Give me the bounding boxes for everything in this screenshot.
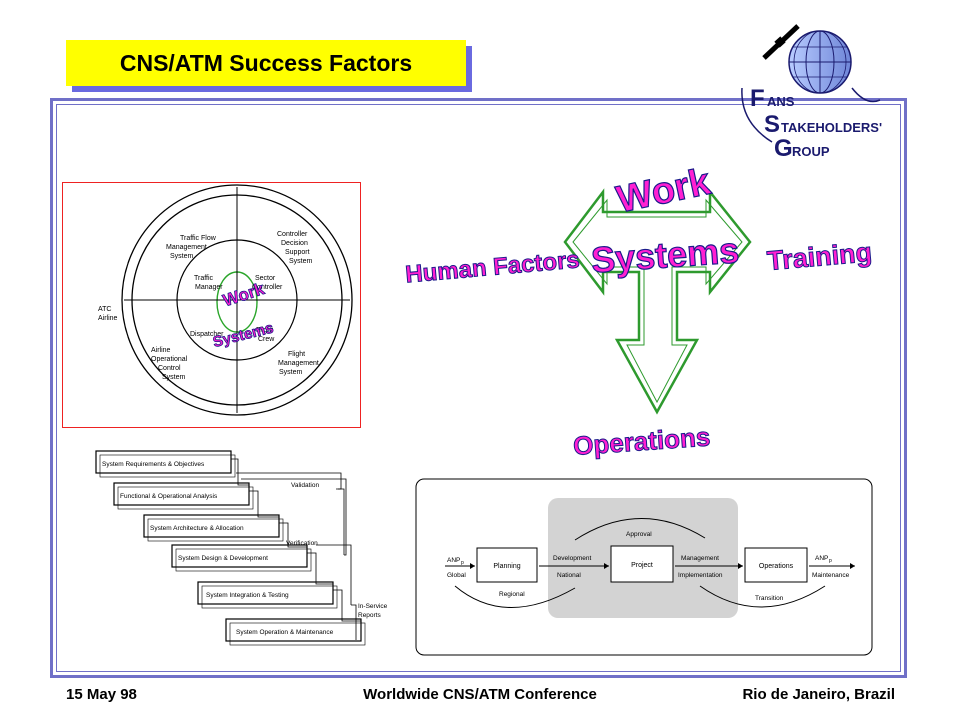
flow-arrows	[445, 518, 855, 608]
label-anp-right-sub: p	[829, 558, 832, 564]
step-1-label: System Requirements & Objectives	[102, 461, 205, 468]
feedback-validation: Validation	[291, 482, 319, 489]
label-controller: Controller	[252, 284, 283, 291]
label-traffic: Traffic	[194, 275, 214, 282]
feedback-reports: Reports	[358, 612, 382, 619]
logo-arc-left	[741, 87, 773, 143]
feedback-lines	[236, 472, 357, 640]
word-human-factors: Human Factors	[404, 246, 580, 288]
logo-arc-right	[851, 87, 881, 103]
label-maintenance: Maintenance	[812, 572, 850, 579]
slide-title: CNS/ATM Success Factors	[119, 50, 413, 76]
logo-s: S	[764, 111, 780, 138]
word-systems: Systems	[590, 229, 741, 280]
arrow-diagram: Work Systems Human Factors Training Oper…	[404, 160, 874, 460]
globe-icon	[788, 30, 852, 94]
circle-diagram-frame	[62, 182, 361, 428]
label-aocs-4: System	[162, 374, 186, 381]
label-tfms-3: System	[170, 253, 194, 260]
label-cdss-3: Support	[285, 249, 310, 256]
footer-conference: Worldwide CNS/ATM Conference	[363, 686, 597, 703]
label-tfms-2: Management	[166, 244, 207, 251]
step-5-label: System Integration & Testing	[206, 592, 289, 599]
label-cdss-2: Decision	[281, 240, 308, 247]
logo-f: F	[750, 85, 765, 112]
waterfall-step: System Integration & Testing	[197, 581, 338, 609]
content-frame-inner	[56, 104, 901, 672]
waterfall-diagram: System Requirements & Objectives Functio…	[95, 450, 388, 646]
step-connectors	[231, 458, 361, 622]
title-background	[66, 40, 466, 86]
label-anp-left: ANP	[447, 557, 460, 564]
logo-roup: ROUP	[792, 144, 830, 159]
waterfall-step: Functional & Operational Analysis	[113, 482, 254, 510]
label-cdss-1: Controller	[277, 231, 308, 238]
waterfall-step: System Requirements & Objectives	[95, 450, 236, 478]
label-management: Management	[681, 555, 719, 562]
label-national: National	[557, 572, 581, 579]
label-sector: Sector	[255, 275, 276, 282]
step-3-label: System Architecture & Allocation	[150, 525, 244, 532]
label-aocs-1: Airline	[151, 347, 171, 354]
logo-takeholders: TAKEHOLDERS'	[781, 120, 882, 135]
waterfall-step: System Architecture & Allocation	[143, 514, 284, 542]
label-regional: Regional	[499, 591, 525, 598]
label-transition: Transition	[755, 595, 784, 602]
label-flight: Flight	[256, 327, 273, 334]
feedback-verification: Verification	[286, 540, 318, 547]
label-anp-right: ANP	[815, 555, 828, 562]
waterfall-step: System Design & Development	[171, 544, 312, 572]
logo-g: G	[774, 135, 793, 160]
label-crew: Crew	[258, 336, 275, 343]
process-flow-diagram: Planning Project Operations Approval ANP…	[415, 478, 873, 656]
label-fms-1: Flight	[288, 351, 305, 358]
label-atc: ATC	[98, 306, 111, 313]
content-frame-outer	[50, 98, 907, 678]
outer-labels: Traffic Flow Management System Controlle…	[98, 231, 319, 381]
label-operations: Operations	[759, 563, 794, 570]
label-aocs-2: Operational	[151, 356, 188, 363]
label-global: Global	[447, 572, 466, 579]
logo-ans: ANS	[767, 94, 795, 109]
triple-arrow-inner-outline	[572, 198, 743, 404]
label-cdss-4: System	[289, 258, 313, 265]
box-planning	[476, 547, 538, 583]
footer-location: Rio de Janeiro, Brazil	[742, 686, 895, 703]
waterfall-step: System Operation & Maintenance	[225, 618, 366, 646]
box-operations	[744, 547, 808, 583]
label-approval: Approval	[626, 531, 652, 538]
outer-ring	[121, 184, 353, 416]
label-development: Development	[553, 555, 591, 562]
triple-arrow-shape	[563, 188, 752, 415]
box-project	[610, 545, 674, 583]
step-2-label: Functional & Operational Analysis	[120, 493, 218, 500]
word-operations: Operations	[572, 421, 711, 460]
label-implementation: Implementation	[678, 572, 723, 579]
label-project: Project	[631, 562, 653, 569]
circle-diagram: Traffic Flow Management System Controlle…	[62, 182, 361, 428]
word-training: Training	[766, 237, 873, 276]
label-atc-airline: Airline	[98, 315, 118, 322]
label-tfms-1: Traffic Flow	[180, 235, 217, 242]
label-fms-3: System	[279, 369, 303, 376]
feedback-in-service: In-Service	[358, 603, 388, 610]
label-planning: Planning	[493, 563, 520, 570]
label-dispatcher: Dispatcher	[190, 331, 224, 338]
step-6-label: System Operation & Maintenance	[236, 629, 334, 636]
label-anp-left-sub: p	[461, 560, 464, 566]
fans-logo: F ANS S TAKEHOLDERS' G ROUP	[741, 24, 882, 160]
step-4-label: System Design & Development	[178, 555, 268, 562]
label-manager: Manager	[195, 284, 223, 291]
inner-labels: Traffic Manager Sector Controller Dispat…	[190, 275, 283, 343]
footer-date: 15 May 98	[66, 686, 137, 703]
label-aocs-3: Control	[158, 365, 181, 372]
satellite-icon	[762, 24, 800, 60]
arrow-heads	[470, 563, 855, 569]
label-fms-2: Management	[278, 360, 319, 367]
